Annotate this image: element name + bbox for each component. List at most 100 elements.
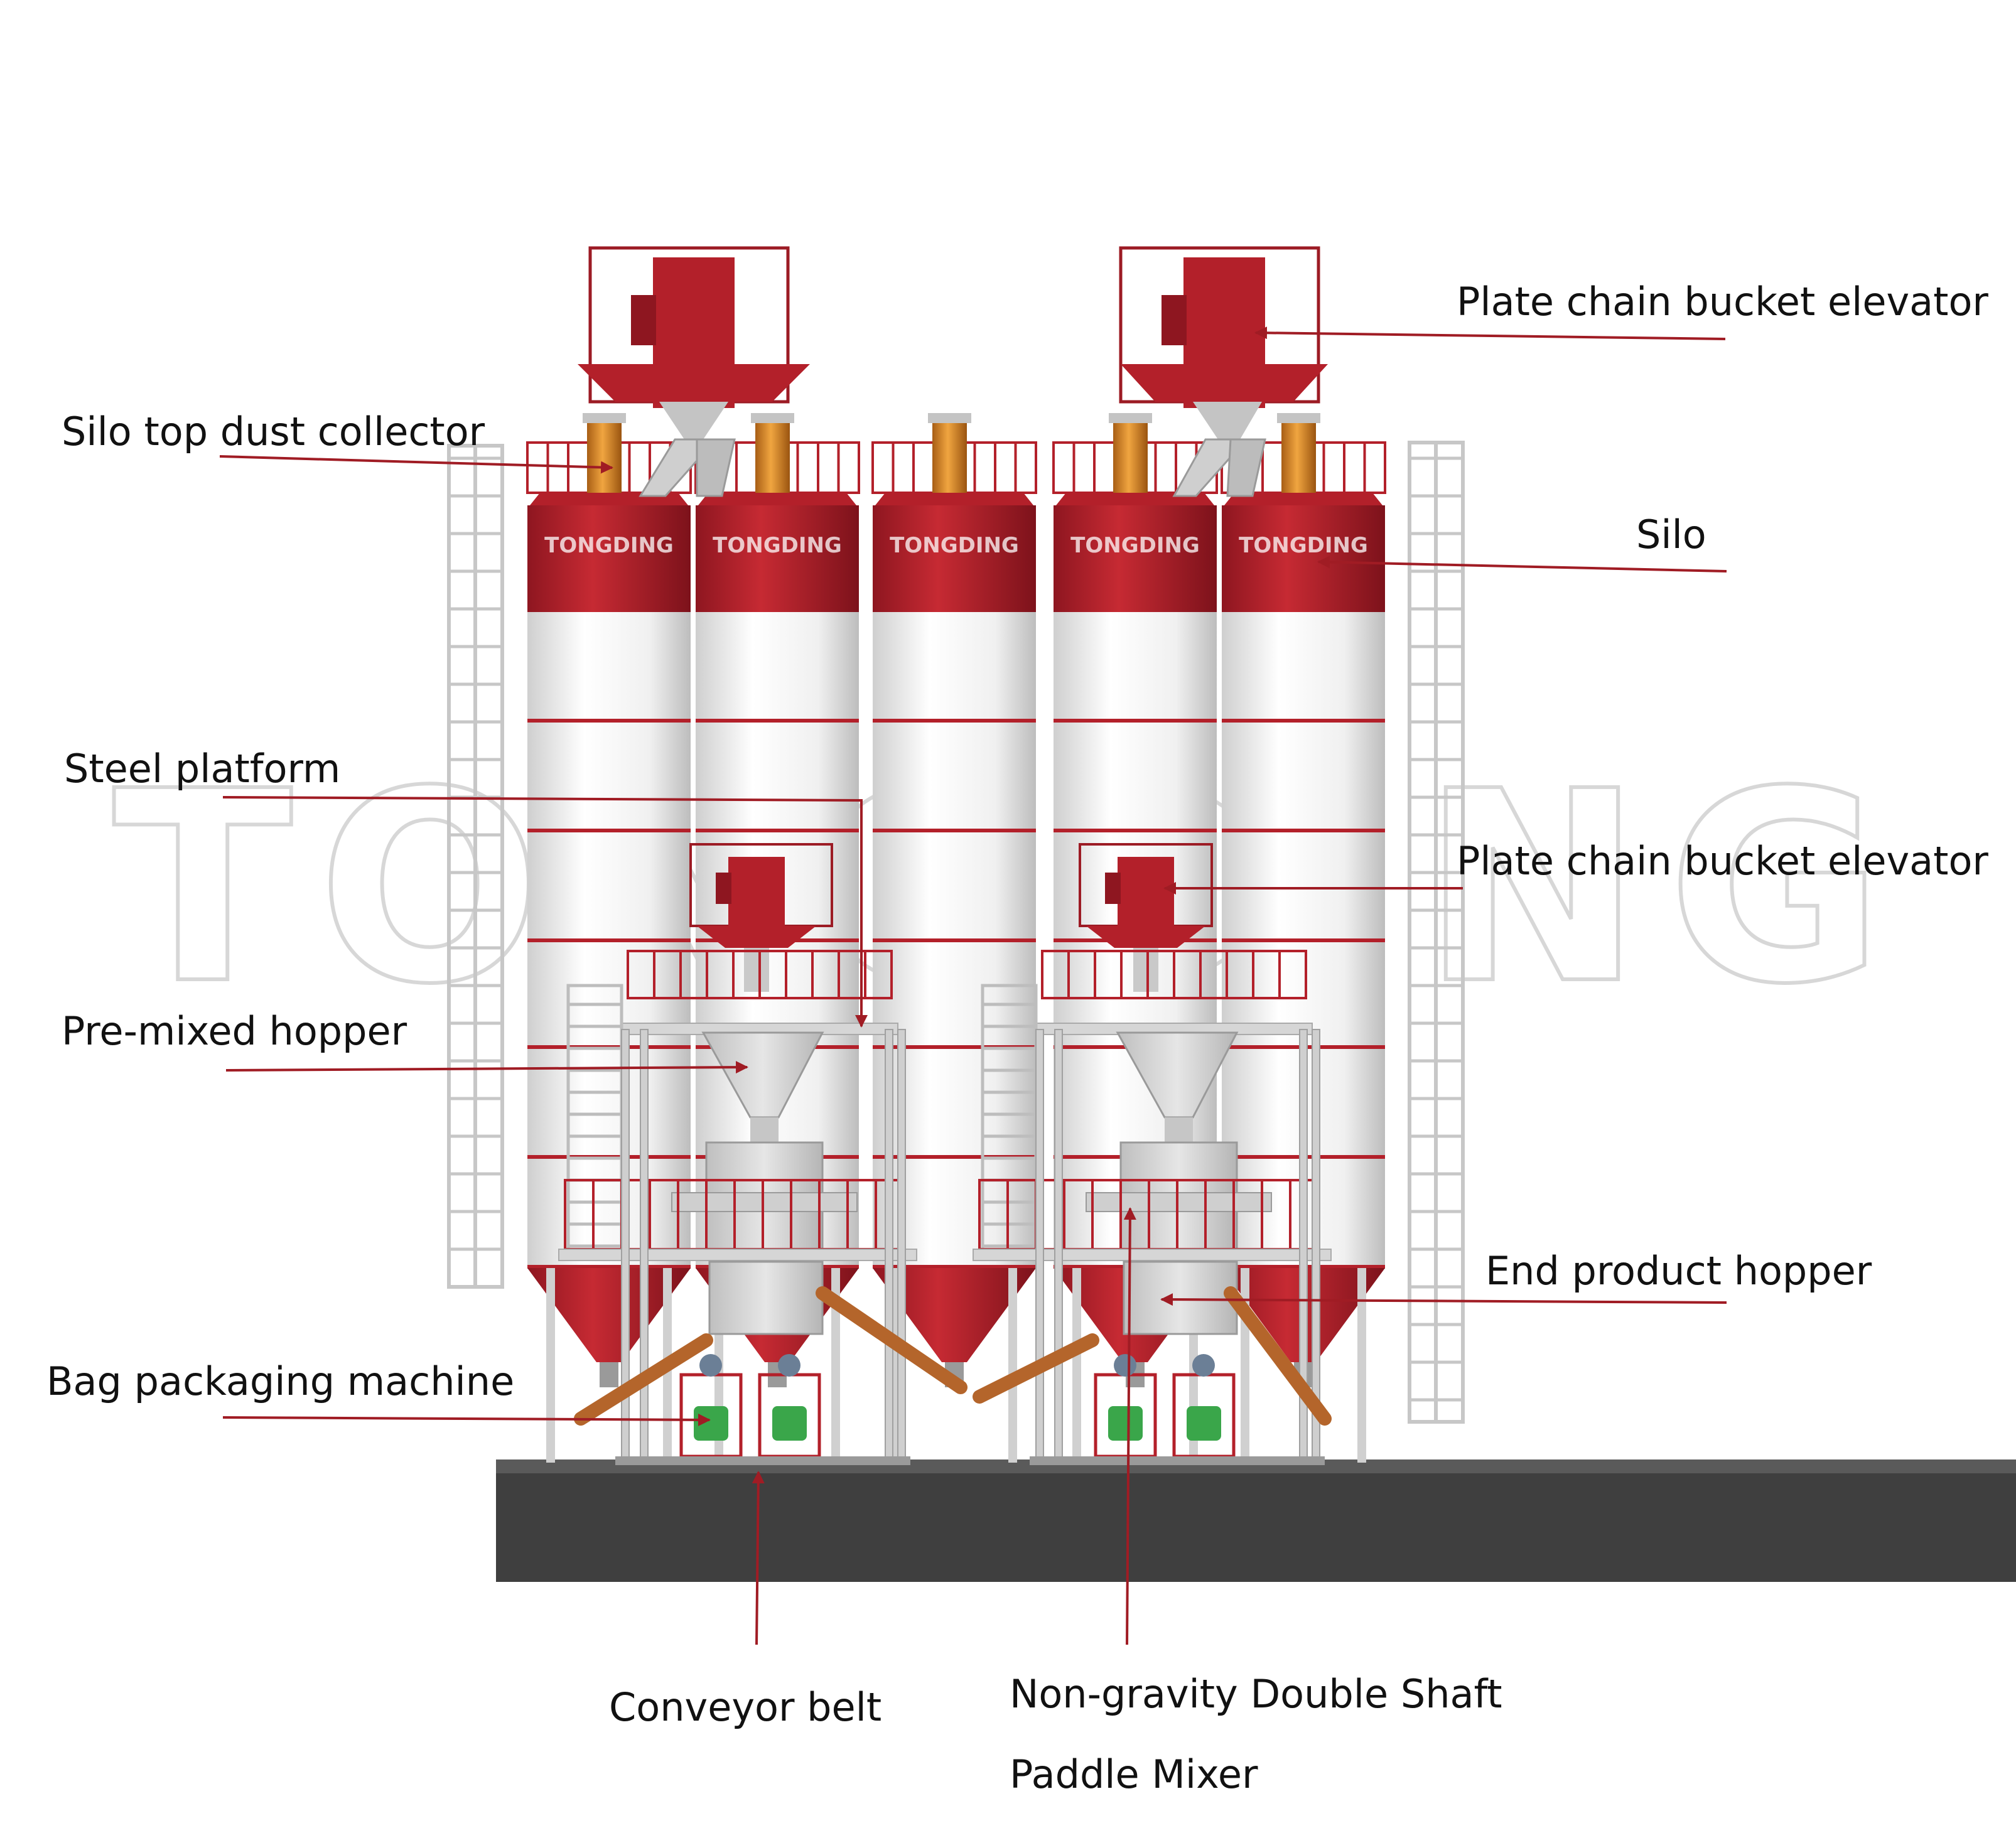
conveyor-belt <box>1030 1456 1325 1465</box>
silo-group: TONGDING TONGDING TONGDING TONGDING TONGDING <box>526 413 1386 1463</box>
mixing-unit-right <box>973 950 1332 1465</box>
packer-motor <box>1192 1354 1215 1377</box>
mixer-shaft-housing <box>671 1192 858 1212</box>
right-cage-ladder <box>1408 441 1465 1424</box>
silo-top-dust-collector <box>1109 413 1152 496</box>
lower-platform-deck <box>973 1249 1332 1261</box>
leader-premixed-hopper <box>225 1061 748 1074</box>
label-end-product-hopper: End product hopper <box>1485 1248 1872 1294</box>
label-mixer-line-2: Paddle Mixer <box>1010 1751 1258 1797</box>
platform-column <box>640 1029 649 1463</box>
dust-collector-cap <box>928 413 971 423</box>
end-product-hopper <box>708 1261 824 1335</box>
platform-column <box>885 1029 893 1463</box>
upper-platform-railing <box>1041 950 1307 999</box>
silo-top-dust-collector <box>1277 413 1320 496</box>
silo-red-band <box>1054 505 1217 612</box>
silo-band-text: TONGDING <box>1070 533 1200 558</box>
silo-ring <box>1222 829 1385 832</box>
screw-conveyor <box>973 1333 1099 1404</box>
silo-ring <box>1054 719 1217 723</box>
dust-collector-body <box>1113 417 1148 496</box>
packer-bag <box>694 1406 728 1441</box>
platform-column <box>897 1029 906 1463</box>
leader-elevator-top <box>1254 326 1726 340</box>
top-elevator-right <box>1119 246 1328 497</box>
leader-bag-packaging <box>222 1413 711 1426</box>
leader-dust-collector <box>219 455 613 474</box>
silo-1: TONGDING <box>526 413 692 1463</box>
dust-collector-cap <box>1109 413 1152 423</box>
label-silo-top-dust-collector: Silo top dust collector <box>62 409 485 454</box>
leader-silo <box>1317 556 1727 572</box>
silo-ring <box>873 938 1036 942</box>
label-silo: Silo <box>1636 512 1706 557</box>
silo-band-text: TONGDING <box>544 533 674 558</box>
silo-ring <box>873 829 1036 832</box>
packer-motor <box>699 1354 722 1377</box>
silo-band-text: TONGDING <box>1239 533 1368 558</box>
bag-packaging-machine <box>1094 1354 1157 1458</box>
dust-collector-cap <box>1277 413 1320 423</box>
leader-steel-platform <box>222 796 868 1028</box>
leader-lines <box>219 326 1727 1645</box>
silo-cone <box>873 1268 1036 1362</box>
silo-ring <box>527 1265 691 1269</box>
conveyor-belt <box>615 1456 910 1465</box>
label-steel-platform: Steel platform <box>64 746 341 792</box>
packer-bag <box>772 1406 807 1441</box>
left-cage-ladder <box>447 444 504 1289</box>
mid-elevator-right <box>1079 843 1213 992</box>
silo-ring <box>527 719 691 723</box>
silo-top-dust-collector <box>751 413 794 496</box>
mixing-units <box>558 950 1332 1465</box>
leader-mixer <box>1123 1207 1136 1645</box>
label-plate-chain-elevator-top: Plate chain bucket elevator <box>1457 279 1988 325</box>
silo-ring <box>696 829 859 832</box>
screw-conveyor <box>816 1286 968 1394</box>
packer-bag <box>1108 1406 1143 1441</box>
silo-top-dust-collector <box>928 413 971 496</box>
silo-ring <box>873 1045 1036 1049</box>
silo-ring <box>527 938 691 942</box>
dust-collector-body <box>587 417 622 496</box>
packer-bag <box>1187 1406 1221 1441</box>
silo-leg <box>546 1268 555 1463</box>
silo-roof <box>696 493 859 508</box>
label-mixer-line-1: Non-gravity Double Shaft <box>1010 1671 1502 1717</box>
screw-conveyor <box>1224 1286 1332 1426</box>
silo-ring <box>1222 719 1385 723</box>
leader-end-product-hopper <box>1160 1293 1727 1306</box>
platform-column <box>1054 1029 1063 1463</box>
mixing-unit-left <box>558 950 917 1465</box>
silo-leg <box>1072 1268 1081 1463</box>
dust-collector-body <box>932 417 967 496</box>
silo-band-text: TONGDING <box>890 533 1019 558</box>
silo-roof <box>873 493 1036 508</box>
silo-top-dust-collector <box>583 413 626 496</box>
silo-leg <box>1357 1268 1366 1463</box>
silo-ring <box>1054 829 1217 832</box>
silo-red-band <box>873 505 1036 612</box>
screw-conveyors <box>574 1286 1332 1426</box>
silo-outlet <box>600 1362 618 1387</box>
label-pre-mixed-hopper: Pre-mixed hopper <box>62 1008 407 1054</box>
top-elevator-left <box>578 246 810 497</box>
bag-packaging-machine <box>1172 1354 1236 1458</box>
packer-motor <box>778 1354 800 1377</box>
label-plate-chain-elevator-mid: Plate chain bucket elevator <box>1457 838 1988 884</box>
silo-red-band <box>1222 505 1385 612</box>
silo-ring <box>873 1265 1036 1269</box>
silo-band-text: TONGDING <box>713 533 842 558</box>
dust-collector-cap <box>751 413 794 423</box>
ladder-rungs <box>449 456 1463 1402</box>
end-product-hopper <box>1123 1261 1238 1335</box>
hopper-neck <box>1165 1117 1193 1142</box>
mid-elevator-left <box>689 843 833 992</box>
leader-conveyor-belt <box>752 1471 765 1645</box>
screw-conveyor <box>574 1333 713 1426</box>
upper-platform-railing <box>627 950 893 999</box>
dust-collector-body <box>755 417 790 496</box>
silo-roof <box>1222 493 1385 508</box>
